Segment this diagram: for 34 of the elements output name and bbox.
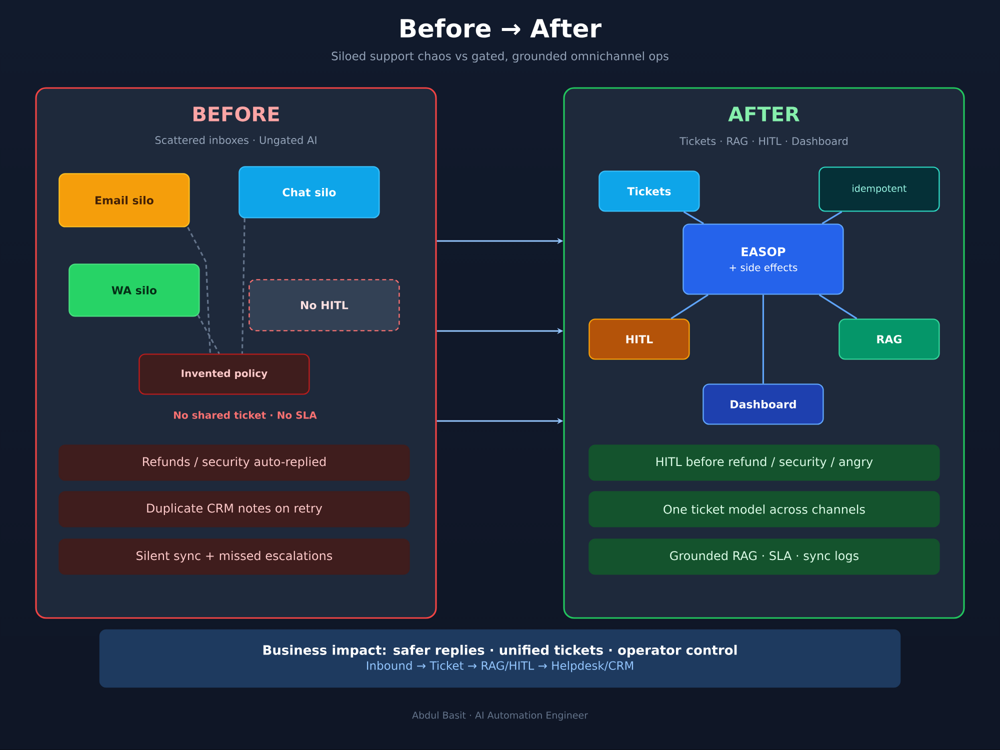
issue-bar: Silent sync + missed escalations: [58, 538, 410, 575]
service-box: HITL: [588, 318, 690, 360]
panel-heading: BEFORE: [194, 106, 279, 122]
connector: [683, 211, 704, 224]
connector: [187, 226, 211, 354]
policy-box: Invented policy: [138, 354, 310, 395]
benefit-bar: HITL before refund / security / angry: [588, 444, 940, 481]
connector: [762, 294, 764, 384]
connector: [818, 294, 858, 320]
benefit-bar: Grounded RAG · SLA · sync logs: [588, 538, 940, 575]
footer-credit: Abdul Basit · AI Automation Engineer: [412, 711, 588, 721]
title: Before → After: [400, 18, 602, 38]
connector: [670, 294, 708, 320]
connector: [197, 314, 220, 354]
impact-banner: Business impact: safer replies · unified tickets · operator control Inbound → Ticket → RAG/HITL → Helpdesk/CRM: [99, 629, 901, 688]
subtitle: Siloed support chaos vs gated, grounded omnichannel ops: [332, 51, 668, 63]
channel-box: Chat silo: [238, 166, 380, 218]
warning-text: No shared ticket · No SLA: [174, 411, 317, 419]
issue-bar: Refunds / security auto-replied: [58, 444, 410, 481]
connector: [822, 211, 842, 224]
panel-subtitle: Scattered inboxes · Ungated AI: [155, 136, 316, 146]
channel-box: Email silo: [58, 173, 190, 228]
panel-heading: AFTER: [728, 106, 800, 122]
connector: [241, 218, 246, 354]
service-box: idempotent: [818, 166, 940, 212]
service-box: Tickets: [598, 170, 700, 212]
channel-box: WA silo: [68, 264, 200, 317]
issue-bar: Duplicate CRM notes on retry: [58, 491, 410, 528]
service-box: Dashboard: [702, 384, 824, 425]
service-box: RAG: [838, 318, 940, 360]
core-box: EASOP + side effects: [682, 224, 844, 295]
panel-subtitle: Tickets · RAG · HITL · Dashboard: [680, 136, 848, 146]
warning-box: No HITL: [248, 279, 400, 332]
benefit-bar: One ticket model across channels: [588, 491, 940, 528]
